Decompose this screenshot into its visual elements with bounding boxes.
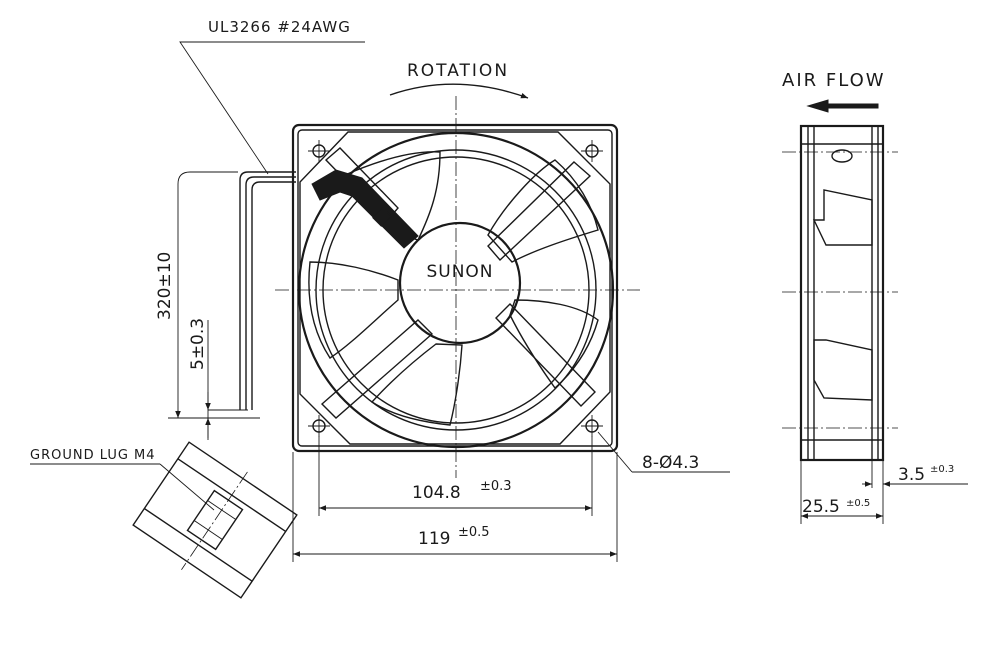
air-flow-label: AIR FLOW xyxy=(782,70,886,91)
impeller-blades xyxy=(308,151,599,426)
flange-value: 3.5 xyxy=(898,465,925,485)
hole-callout-leader xyxy=(597,431,633,473)
mounting-holes xyxy=(308,140,603,437)
ground-lug-detail: GROUND LUG M4 xyxy=(30,441,298,599)
lead-length-dimension: 320±10 5±0.3 xyxy=(155,171,260,440)
hole-callout-label: 8-Ø4.3 xyxy=(642,453,699,473)
front-view: SUNON ROT xyxy=(275,61,640,478)
hole-pitch-tol: ±0.3 xyxy=(480,479,512,494)
frame-width-value: 119 xyxy=(418,529,450,549)
wire-clip xyxy=(372,207,392,227)
lead-wires: UL3266 #24AWG xyxy=(179,18,365,410)
side-dimensions: 25.5 ±0.5 3.5 ±0.3 xyxy=(800,460,968,524)
side-view: AIR FLOW xyxy=(782,70,898,462)
rotation-arrow xyxy=(389,83,529,99)
frame-bevel xyxy=(299,131,611,445)
frame-outline xyxy=(291,123,619,453)
flange-tol: ±0.3 xyxy=(930,464,954,475)
wire-spec-label: UL3266 #24AWG xyxy=(208,18,351,36)
hub xyxy=(398,221,522,345)
ground-lug-label: GROUND LUG M4 xyxy=(30,448,156,463)
rotation-label: ROTATION xyxy=(407,61,509,81)
lead-length-label: 320±10 xyxy=(155,252,175,320)
front-dimensions: 104.8 ±0.3 119 ±0.5 8-Ø4.3 xyxy=(292,431,730,562)
wire-spec-leader xyxy=(179,41,365,175)
air-flow-arrow xyxy=(806,99,879,113)
wire-exit xyxy=(311,169,419,249)
frame-width-tol: ±0.5 xyxy=(458,525,490,540)
depth-tol: ±0.5 xyxy=(846,498,870,509)
hole-pitch-value: 104.8 xyxy=(412,483,461,503)
depth-value: 25.5 xyxy=(802,497,840,517)
brand-label: SUNON xyxy=(426,262,493,282)
side-outline xyxy=(799,124,885,462)
support-spokes xyxy=(320,147,596,419)
side-wire-grommet xyxy=(831,149,853,163)
strip-length-label: 5±0.3 xyxy=(188,318,208,370)
